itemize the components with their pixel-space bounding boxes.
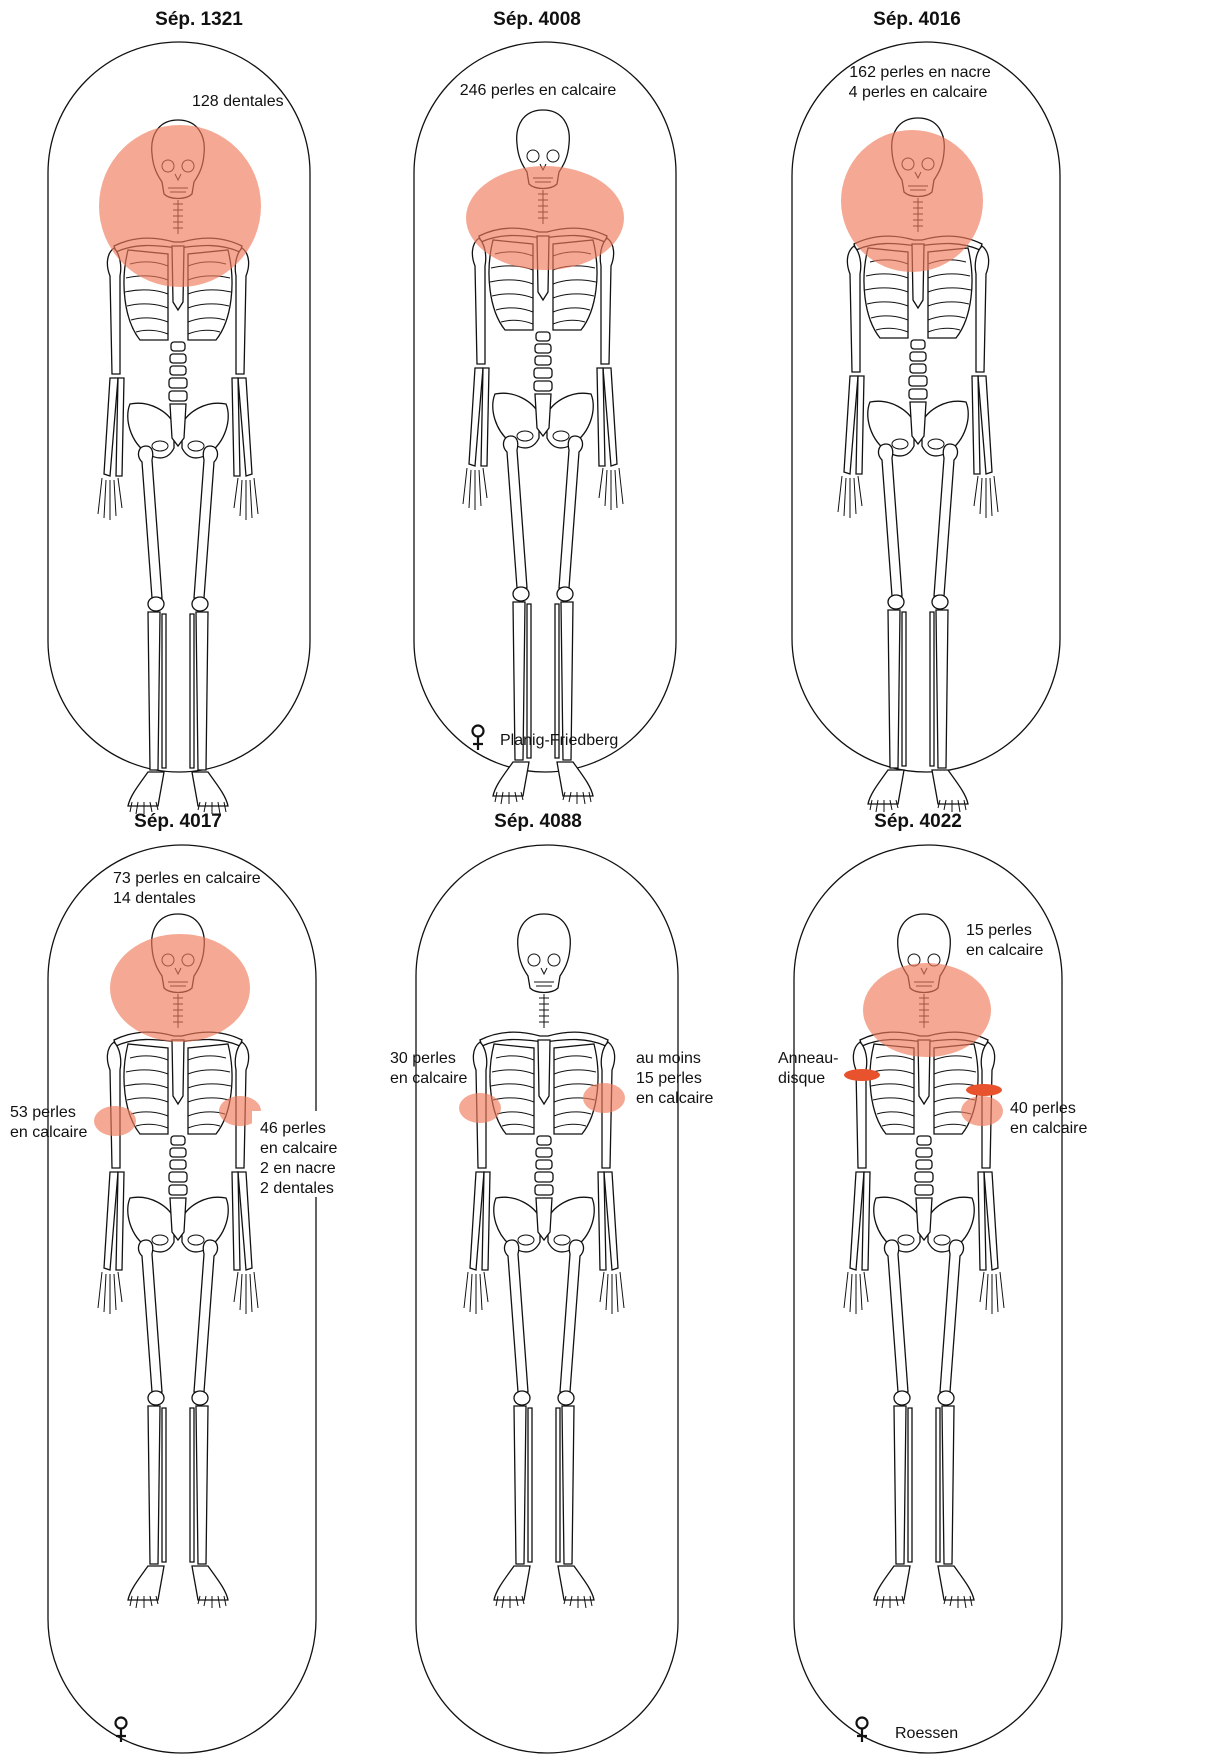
annotation-label: 4 perles en calcaire <box>849 84 988 101</box>
annotation-label: 14 dentales <box>113 890 196 907</box>
annotation-label: 2 en nacre <box>260 1160 336 1177</box>
annotation-label: en calcaire <box>10 1124 87 1141</box>
annotation-label: 128 dentales <box>192 93 284 110</box>
deposit-zone <box>841 130 983 272</box>
panel-title: Sép. 4022 <box>874 811 962 832</box>
annotation-label: 162 perles en nacre <box>849 64 991 81</box>
ring-disc-marker <box>844 1069 880 1081</box>
panel-title: Sép. 1321 <box>155 9 243 30</box>
annotation-label: 246 perles en calcaire <box>460 82 617 99</box>
annotation-label: en calcaire <box>390 1070 467 1087</box>
annotation-label: 40 perles <box>1010 1100 1076 1117</box>
skeleton <box>464 914 624 1608</box>
panel-sep-4088: Sép. 4088 30 perles en calcaire au moins… <box>390 811 713 1753</box>
panel-title: Sép. 4008 <box>493 9 581 30</box>
annotation-label: en calcaire <box>966 942 1043 959</box>
female-symbol-icon <box>116 1718 127 1743</box>
culture-label: Planig-Friedberg <box>500 732 618 749</box>
annotation-label: 30 perles <box>390 1050 456 1067</box>
annotation-label: disque <box>778 1070 825 1087</box>
annotation-label: 53 perles <box>10 1104 76 1121</box>
annotation-label: en calcaire <box>1010 1120 1087 1137</box>
deposit-zone <box>94 1106 136 1136</box>
deposit-zone <box>459 1093 501 1123</box>
deposit-zone <box>961 1096 1003 1126</box>
deposit-zone <box>99 125 261 287</box>
annotation-label: 46 perles <box>260 1120 326 1137</box>
ring-disc-marker <box>966 1084 1002 1096</box>
deposit-zone <box>583 1083 625 1113</box>
annotation-label: au moins <box>636 1050 701 1067</box>
panel-sep-4022: Sép. 4022 15 perles en calcaire Anneau- … <box>778 811 1087 1753</box>
annotation-label: 15 perles <box>636 1070 702 1087</box>
panel-title: Sép. 4016 <box>873 9 961 30</box>
female-symbol-icon <box>473 726 484 751</box>
deposit-zone <box>110 934 250 1042</box>
culture-label: Roessen <box>895 1725 958 1742</box>
panel-sep-4016: Sép. 4016 162 perles en nacre 4 perles e… <box>792 9 1060 812</box>
deposit-zone <box>466 166 624 270</box>
annotation-label: Anneau- <box>778 1050 839 1067</box>
deposit-zone <box>863 963 991 1057</box>
annotation-label: 15 perles <box>966 922 1032 939</box>
panel-title: Sép. 4017 <box>134 811 222 832</box>
panel-sep-4017: Sép. 4017 73 perles en calcaire 14 denta… <box>10 811 337 1753</box>
annotation-label: en calcaire <box>260 1140 337 1157</box>
annotation-label: en calcaire <box>636 1090 713 1107</box>
panel-sep-1321: Sép. 1321 128 dentales <box>48 9 310 814</box>
annotation-label: 73 perles en calcaire <box>113 870 261 887</box>
panel-sep-4008: Sép. 4008 246 perles en calcaire Planig-… <box>414 9 676 804</box>
annotation-label: 2 dentales <box>260 1180 334 1197</box>
panel-title: Sép. 4088 <box>494 811 582 832</box>
